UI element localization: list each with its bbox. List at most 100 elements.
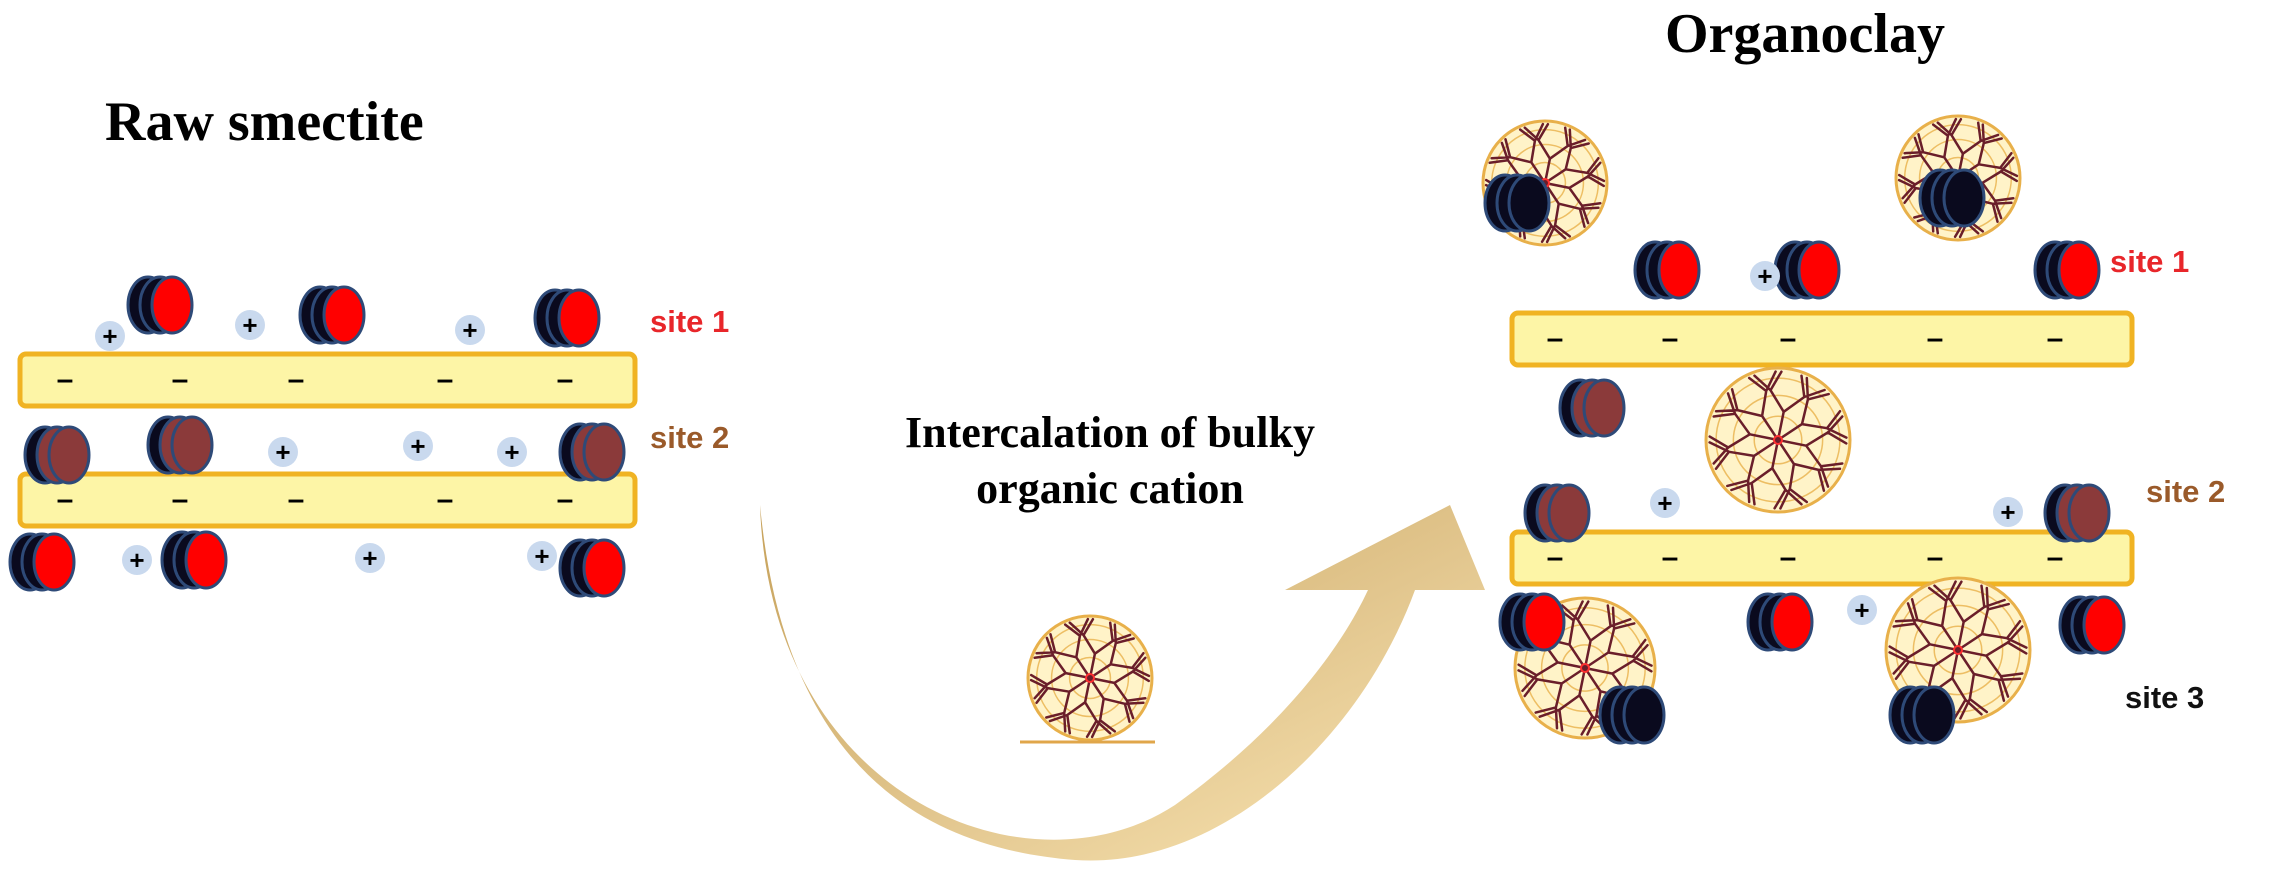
cation-disc [557,288,601,348]
cation-disc [47,425,91,485]
positive-ion: + [355,543,385,573]
positive-ion: + [1993,497,2023,527]
cation-disc [184,530,228,590]
cation-brown [23,425,91,485]
cation-disc [1657,240,1701,300]
cation-disc [32,532,76,592]
positive-ion-bubble [355,543,385,573]
dendrimer-core [1580,663,1590,673]
positive-sign: + [1854,595,1869,625]
cation-red [2058,595,2126,655]
clay-layer-right-bottom: ––––– [1509,529,2135,587]
clay-layer-rect [17,351,638,409]
right-site1-label: site 1 [2110,244,2190,279]
negative-charge: – [172,483,189,516]
cation-red [558,538,626,598]
negative-charge: – [557,363,574,396]
dendrimer-ring [1050,638,1130,718]
process-label: Intercalation of bulky organic cation [780,405,1440,517]
positive-ion-bubble [235,310,265,340]
negative-charge: – [557,483,574,516]
positive-ion-bubble [527,541,557,571]
negative-charge: – [172,363,189,396]
dendrimer-ring [1933,625,1983,675]
cation-red [298,285,366,345]
cation-disc [170,415,214,475]
cation-brown [1558,378,1626,438]
cation-brown [146,415,214,475]
clay-layer-left-top: ––––– [17,351,638,409]
dendrimer-ring [1540,623,1630,713]
cation-disc [1507,173,1551,233]
positive-ion-bubble [403,431,433,461]
positive-ion-bubble [1750,261,1780,291]
positive-ion: + [1650,488,1680,518]
positive-ion-bubble [268,437,298,467]
dendrimer-reagent [1026,614,1154,742]
negative-charge: – [1547,322,1564,355]
negative-charge: – [1662,541,1679,574]
process-label-line1: Intercalation of bulky [905,408,1315,457]
cation-disc [322,285,366,345]
negative-charge: – [57,363,74,396]
cation-disc [150,275,194,335]
dendrimer-branches [1029,617,1151,739]
clay-layer-left-bottom: ––––– [17,471,638,529]
cation-disc [582,422,626,482]
cation-red [126,275,194,335]
clay-layer-rect [1509,529,2135,587]
positive-ion: + [527,541,557,571]
negative-charge: – [1780,322,1797,355]
positive-sign: + [504,437,519,467]
cation-red [1746,592,1814,652]
cation-disc [1582,378,1626,438]
dendrimer-right-interlayer [1704,366,1852,514]
positive-ion-bubble [1993,497,2023,527]
positive-ion: + [1750,261,1780,291]
cation-disc [1797,240,1841,300]
right-site3-label: site 3 [2125,680,2205,715]
dendrimer-ring [1753,415,1803,465]
cation-red [8,532,76,592]
clay-layer-rect [1509,310,2135,368]
process-arrow [760,505,1485,861]
positive-sign: + [242,310,257,340]
negative-charge: – [437,363,454,396]
clay-layers: –––––––––––––––––––– [17,310,2135,587]
negative-charge: – [288,483,305,516]
negative-charge: – [2047,322,2064,355]
cation-brown [558,422,626,482]
cation-brown [1523,483,1591,543]
cation-red [1773,240,1841,300]
positive-ion-bubble [1650,488,1680,518]
cation-disc [582,538,626,598]
dendrimer-ring [1732,394,1824,486]
negative-charge: – [2047,541,2064,574]
positive-ion: + [403,431,433,461]
positive-ion: + [455,315,485,345]
dendrimer-core [1953,645,1963,655]
negative-charge: – [57,483,74,516]
positive-ion-bubble [1847,595,1877,625]
negative-charge: – [1927,541,1944,574]
cation-disc [2082,595,2126,655]
exchangeable-cations [8,168,2126,745]
positive-ion: + [497,437,527,467]
negative-charge: – [437,483,454,516]
positive-ion-bubble [455,315,485,345]
cation-black [1598,685,1666,745]
cation-disc [2067,483,2111,543]
cation-disc [1522,592,1566,652]
dendrimer-core [1085,673,1095,683]
negative-charge: – [1662,322,1679,355]
negative-charge: – [1547,541,1564,574]
dendrimer-branches [1708,370,1848,510]
positive-ion: + [268,437,298,467]
positive-sign: + [462,315,477,345]
cation-red [2033,240,2101,300]
cation-disc [1547,483,1591,543]
cation-disc [1942,168,1986,228]
negative-charge: – [1780,541,1797,574]
positive-ion-bubble [95,321,125,351]
